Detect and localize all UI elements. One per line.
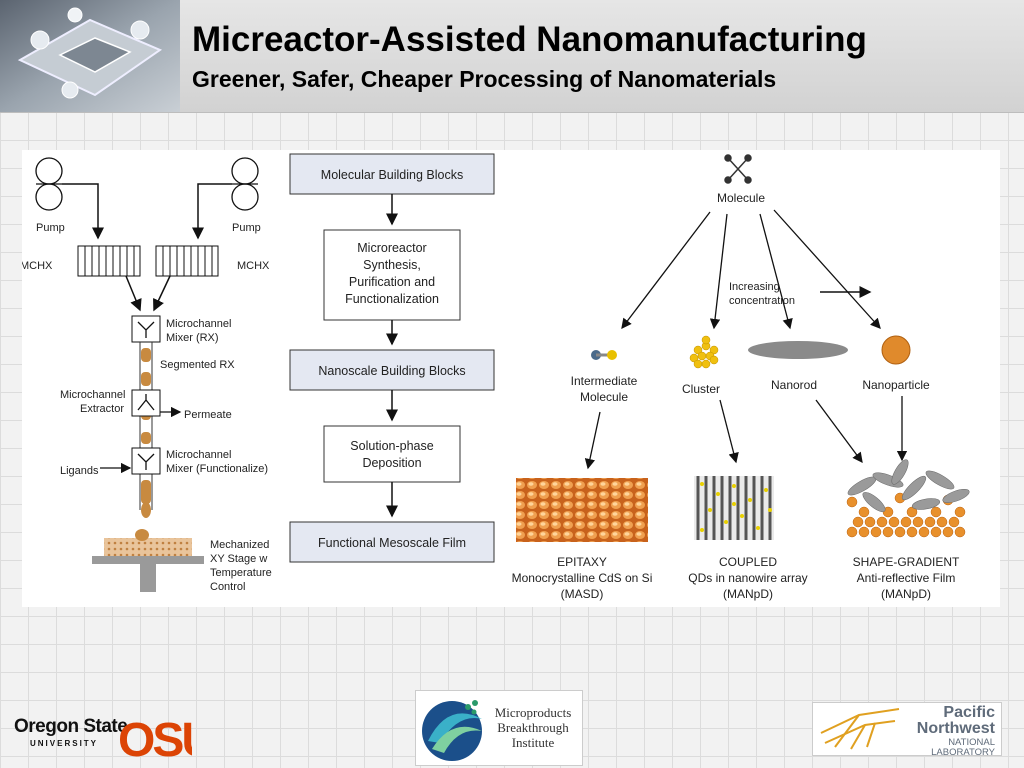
mchx-left-label: MCHX	[22, 260, 53, 272]
shape-label-2: Anti-reflective Film	[857, 571, 956, 585]
osu-logo: Oregon State UNIVERSITY OSU	[14, 714, 192, 760]
shape-gradient-film-image	[846, 459, 970, 538]
pump-right-icon	[231, 157, 259, 211]
pnnl-line-4: LABORATORY	[931, 747, 995, 758]
coupled-label-2: QDs in nanowire array	[688, 571, 807, 585]
extractor-icon	[131, 389, 161, 417]
permeate-label: Permeate	[184, 409, 232, 421]
box2-line2: Synthesis,	[363, 258, 421, 272]
box2-line4: Functionalization	[345, 292, 439, 306]
mbi-line-3: Institute	[511, 735, 555, 750]
mixer-rx-icon	[131, 315, 161, 343]
segmented-tube	[139, 342, 153, 510]
mixer-rx-label-2: Mixer (RX)	[166, 332, 219, 344]
mixer-fn-label-2: Mixer (Functionalize)	[166, 463, 268, 475]
box-microreactor-synthesis	[323, 229, 461, 321]
epitaxy-label-2: Monocrystalline CdS on Si	[512, 571, 653, 585]
mbi-text: Microproducts Breakthrough Institute	[486, 705, 580, 750]
epitaxy-label-1: EPITAXY	[557, 555, 607, 569]
mbi-line-2: Breakthrough	[497, 720, 569, 735]
nanoparticle-icon	[881, 335, 911, 365]
pnnl-network-icon	[820, 708, 900, 750]
cluster-label: Cluster	[682, 382, 720, 396]
pnnl-logo: Pacific Northwest NATIONAL LABORATORY	[812, 702, 1002, 758]
mixer-rx-label-1: Microchannel	[166, 318, 231, 330]
xy-stage	[92, 529, 204, 592]
box5-label: Functional Mesoscale Film	[318, 536, 466, 550]
extractor-label-2: Extractor	[80, 403, 124, 415]
box4-line2: Deposition	[362, 456, 421, 470]
stage-label-2: XY Stage w	[210, 553, 267, 565]
molecule-icon	[724, 154, 752, 184]
mixer-fn-icon	[131, 447, 161, 475]
droplet	[141, 502, 151, 518]
intermediate-label-2: Molecule	[580, 390, 628, 404]
osu-university: UNIVERSITY	[30, 739, 98, 748]
box-solution-phase-deposition	[323, 425, 461, 483]
stage-label-4: Control	[210, 581, 245, 593]
page-subtitle: Greener, Safer, Cheaper Processing of Na…	[192, 66, 777, 92]
box-functional-mesoscale-film	[289, 521, 495, 563]
pump-left-label: Pump	[36, 222, 65, 234]
process-diagram: Pump Pump MCHX MCHX Microchannel Mixer (…	[22, 153, 970, 601]
osu-name: Oregon State	[14, 716, 127, 737]
mbi-logo: Microproducts Breakthrough Institute	[415, 690, 583, 766]
box-nanoscale-building-blocks	[289, 349, 495, 391]
shape-label-3: (MANpD)	[881, 587, 931, 601]
pnnl-line-2: Northwest	[916, 720, 995, 737]
page-title: Micreactor-Assisted Nanomanufacturing	[192, 20, 867, 59]
nanoparticle-label: Nanoparticle	[862, 378, 930, 392]
pnnl-sub: NATIONAL LABORATORY	[931, 738, 995, 758]
nanorod-icon	[748, 341, 848, 359]
stage-label-3: Temperature	[210, 567, 272, 579]
coupled-nanowire-image	[694, 476, 774, 540]
mbi-line-1: Microproducts	[494, 705, 572, 720]
mchx-right-exchanger	[155, 245, 219, 277]
box4-line1: Solution-phase	[350, 439, 433, 453]
extractor-label-1: Microchannel	[60, 389, 125, 401]
pnnl-line-1: Pacific	[943, 704, 995, 721]
nanorod-label: Nanorod	[771, 378, 817, 392]
pump-left-icon	[35, 157, 63, 211]
molecule-label: Molecule	[717, 191, 765, 205]
increasing-label-1: Increasing	[729, 281, 780, 293]
box1-label: Molecular Building Blocks	[321, 168, 463, 182]
epitaxy-label-3: (MASD)	[561, 587, 604, 601]
box2-line1: Microreactor	[357, 241, 426, 255]
osu-mark: OSU	[118, 714, 192, 760]
diagram-panel: Pump Pump MCHX MCHX Microchannel Mixer (…	[22, 150, 1000, 607]
intermediate-label-1: Intermediate	[571, 374, 638, 388]
shape-label-1: SHAPE-GRADIENT	[853, 555, 960, 569]
segmented-label: Segmented RX	[160, 359, 235, 371]
pnnl-name: Pacific Northwest	[917, 705, 995, 737]
pnnl-line-3: NATIONAL	[948, 737, 995, 748]
pump-right-label: Pump	[232, 222, 261, 234]
cluster-icon	[689, 335, 719, 369]
mixer-fn-label-1: Microchannel	[166, 449, 231, 461]
box2-line3: Purification and	[349, 275, 435, 289]
stage-label-1: Mechanized	[210, 539, 269, 551]
coupled-label-1: COUPLED	[719, 555, 777, 569]
coupled-label-3: (MANpD)	[723, 587, 773, 601]
epitaxy-film-image	[516, 478, 648, 542]
mbi-swirl-icon	[422, 700, 482, 761]
intermediate-molecule-icon	[591, 350, 617, 360]
mchx-right-label: MCHX	[237, 260, 270, 272]
box-molecular-building-blocks	[289, 153, 495, 195]
header-bar: Micreactor-Assisted Nanomanufacturing Gr…	[0, 0, 1024, 113]
ligands-label: Ligands	[60, 465, 99, 477]
microreactor-photo	[0, 0, 180, 112]
box3-label: Nanoscale Building Blocks	[318, 364, 465, 378]
increasing-label-2: concentration	[729, 295, 795, 307]
mchx-left-exchanger	[77, 245, 141, 277]
